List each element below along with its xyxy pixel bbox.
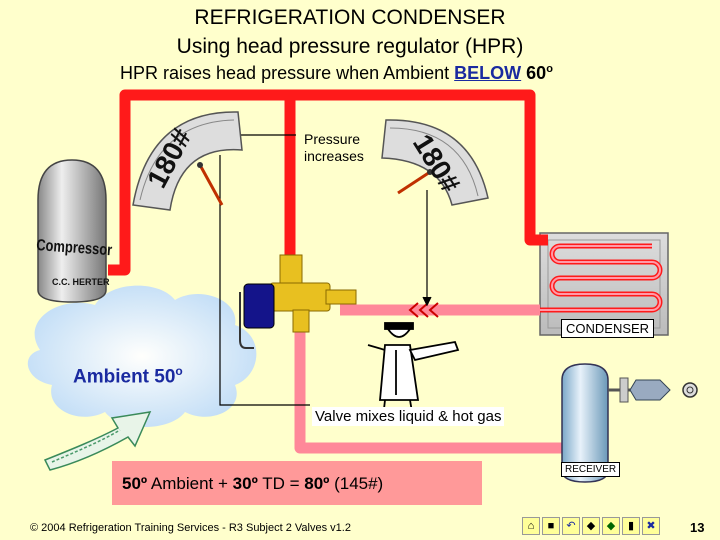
slide-title: REFRIGERATION CONDENSER <box>194 6 506 29</box>
gauge-right <box>381 119 489 206</box>
condenser-coil-highlight <box>400 245 661 311</box>
subtitle-degree: o <box>546 63 553 75</box>
back-icon[interactable]: ■ <box>542 517 560 535</box>
slide-subtitle: HPR raises head pressure when Ambient BE… <box>120 63 553 84</box>
pressure-label: Pressure increases <box>304 131 364 165</box>
formula-text: 50º Ambient + 30º TD = 80º (145#) <box>122 474 383 494</box>
gauge-left <box>132 111 243 211</box>
footer-copyright: © 2004 Refrigeration Training Services -… <box>30 522 351 534</box>
hot-gas-pipe <box>108 89 548 276</box>
formula-td-word: TD = <box>257 474 305 493</box>
ambient-label: Ambient 50o <box>73 364 183 388</box>
ambient-degree: o <box>175 364 183 378</box>
subtitle-emphasis: BELOW <box>454 63 522 83</box>
compressor-maker-label: C.C. HERTER <box>52 277 110 287</box>
valve-label: Valve mixes liquid & hot gas <box>312 407 505 426</box>
ambient-text: Ambient 50 <box>73 366 176 388</box>
subtitle-value: 60 <box>521 63 547 83</box>
liquid-pipe <box>294 320 562 454</box>
page-number: 13 <box>690 520 705 535</box>
receiver-label: RECEIVER <box>561 462 621 477</box>
formula-ambient-word: Ambient + <box>147 474 233 493</box>
home-icon[interactable]: ⌂ <box>522 517 540 535</box>
formula-result-pressure: (145#) <box>329 474 384 493</box>
next-icon[interactable]: ◆ <box>602 517 620 535</box>
compressor-label: Compressor <box>36 237 113 259</box>
flow-arrows <box>408 302 439 318</box>
formula-result-value: 80º <box>304 474 330 493</box>
ambient-cloud <box>27 285 257 427</box>
wind-arrow <box>43 411 152 471</box>
formula-td-value: 30º <box>232 474 258 493</box>
menu-icon[interactable]: ▮ <box>622 517 640 535</box>
formula-box <box>112 461 482 505</box>
hpr-valve <box>239 254 357 349</box>
pressure-label-line1: Pressure <box>304 131 361 147</box>
receiver <box>561 363 698 483</box>
pressure-label-line2: increases <box>304 148 364 164</box>
prev-icon[interactable]: ◆ <box>582 517 600 535</box>
subtitle-prefix: HPR raises head pressure when Ambient <box>120 63 455 83</box>
technician-figure <box>367 322 460 419</box>
compressor <box>37 159 107 303</box>
exit-icon[interactable]: ✖ <box>642 517 660 535</box>
slide-title-secondary: Using head pressure regulator (HPR) <box>176 35 524 58</box>
gauge-lines <box>219 134 432 406</box>
return-icon[interactable]: ↶ <box>562 517 580 535</box>
condenser-unit <box>539 232 669 336</box>
formula-ambient-value: 50º <box>122 474 148 493</box>
condenser-label: CONDENSER <box>561 319 655 338</box>
